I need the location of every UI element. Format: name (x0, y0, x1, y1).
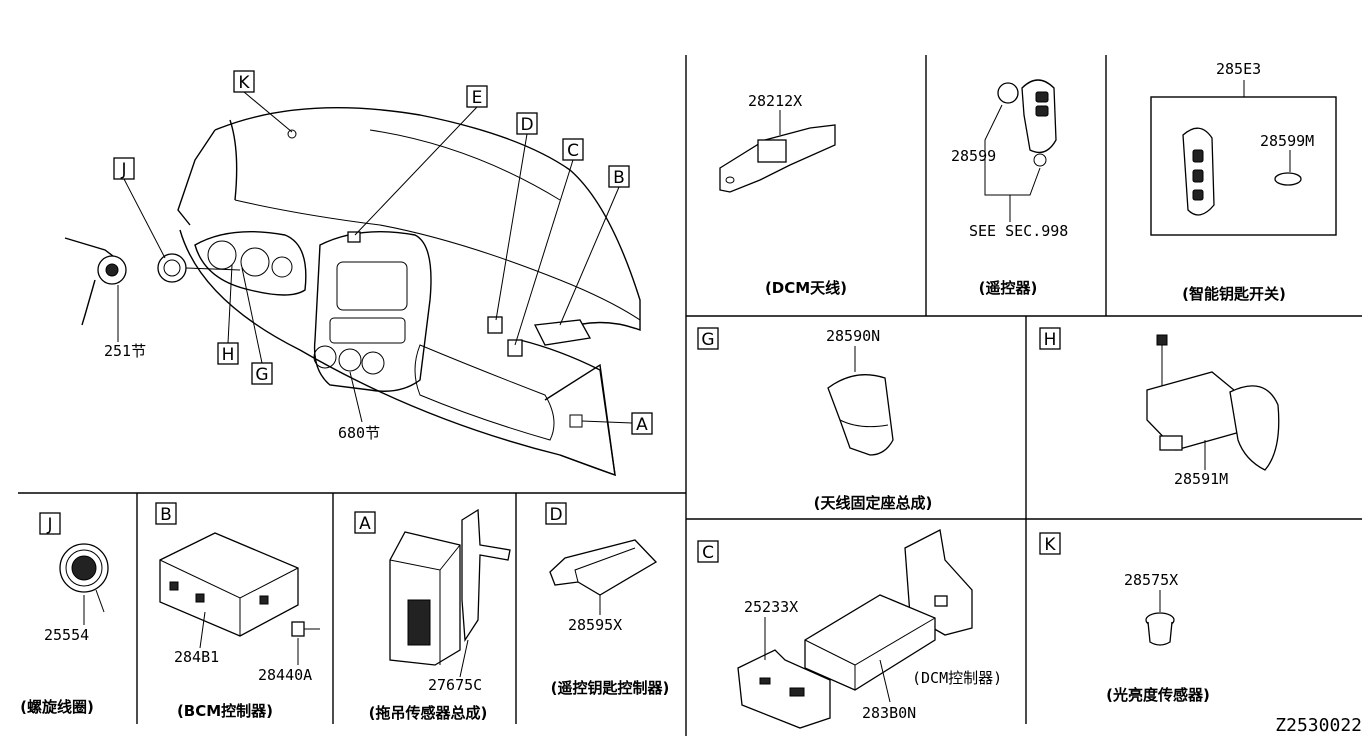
panel-a: A 27675C (拖吊传感器总成) (354, 508, 511, 722)
svg-text:25233X: 25233X (744, 598, 798, 616)
svg-text:A: A (359, 514, 371, 534)
svg-text:283B0N: 283B0N (862, 704, 916, 722)
svg-text:J: J (120, 160, 126, 180)
callout-e: E (354, 85, 488, 236)
svg-text:C: C (567, 141, 579, 161)
label-680: 680节 (338, 424, 380, 442)
svg-text:A: A (636, 415, 648, 435)
svg-text:SEE SEC.998: SEE SEC.998 (969, 222, 1068, 240)
svg-text:(DCM控制器): (DCM控制器) (912, 669, 1002, 687)
svg-text:K: K (1044, 535, 1056, 555)
dashboard-overview (64, 107, 641, 477)
callout-d: D (495, 112, 538, 321)
svg-text:28440A: 28440A (258, 666, 312, 684)
callout-h: H (217, 264, 239, 365)
svg-text:(光亮度传感器): (光亮度传感器) (1106, 686, 1210, 704)
svg-text:28575X: 28575X (1124, 571, 1178, 589)
svg-text:E: E (472, 88, 483, 108)
svg-text:28595X: 28595X (568, 616, 622, 634)
panel-remote: 28599 SEE SEC.998 (遥控器) (951, 79, 1068, 297)
svg-text:K: K (238, 73, 250, 93)
svg-text:28599: 28599 (951, 147, 996, 165)
svg-text:(智能钥匙开关): (智能钥匙开关) (1182, 285, 1286, 303)
svg-text:G: G (255, 365, 268, 385)
svg-text:D: D (520, 115, 533, 135)
panel-smart-key: 285E3 28599M (智能钥匙开关) (1150, 60, 1337, 303)
callout-a: A (581, 412, 653, 435)
callout-g: G (241, 267, 273, 385)
svg-text:C: C (702, 543, 714, 563)
svg-text:J: J (46, 515, 52, 535)
callout-j: J (113, 157, 166, 259)
panel-b: B 284B1 28440A (BCM控制器) (155, 502, 320, 720)
panel-h: H 28591M (1039, 327, 1280, 488)
svg-text:(遥控器): (遥控器) (979, 279, 1038, 297)
svg-text:(螺旋线圈): (螺旋线圈) (20, 698, 94, 716)
panel-k: K 28575X (光亮度传感器) (1039, 532, 1210, 704)
panel-dcm-antenna: 28212X (DCM天线) (719, 92, 847, 297)
svg-text:B: B (160, 505, 172, 525)
diagram-id: Z2530022 (1275, 715, 1362, 736)
svg-text:28212X: 28212X (748, 92, 802, 110)
svg-text:H: H (1044, 330, 1057, 350)
svg-text:(遥控钥匙控制器): (遥控钥匙控制器) (551, 679, 670, 697)
svg-text:(DCM天线): (DCM天线) (765, 279, 847, 297)
panel-g: G 28590N (天线固定座总成) (697, 327, 933, 512)
label-251: 251节 (104, 342, 146, 360)
panel-j: J 25554 (螺旋线圈) (20, 512, 109, 716)
svg-text:27675C: 27675C (428, 676, 482, 694)
svg-text:28590N: 28590N (826, 327, 880, 345)
svg-text:(天线固定座总成): (天线固定座总成) (814, 494, 933, 512)
svg-text:285E3: 285E3 (1216, 60, 1261, 78)
svg-text:28599M: 28599M (1260, 132, 1314, 150)
callout-k: K (233, 70, 293, 133)
svg-text:28591M: 28591M (1174, 470, 1228, 488)
svg-text:284B1: 284B1 (174, 648, 219, 666)
svg-text:(BCM控制器): (BCM控制器) (177, 702, 273, 720)
panel-c: C 25233X (DCM控制器) 283B0N (697, 529, 1002, 729)
svg-text:(拖吊传感器总成): (拖吊传感器总成) (369, 704, 488, 722)
svg-text:G: G (701, 330, 714, 350)
callouts: K J E D C B H (104, 70, 653, 442)
panel-d: D 28595X (遥控钥匙控制器) (545, 502, 670, 697)
svg-text:H: H (222, 345, 235, 365)
svg-text:25554: 25554 (44, 626, 89, 644)
panel-grid (18, 55, 1362, 736)
svg-text:D: D (549, 505, 562, 525)
callout-c: C (514, 138, 584, 346)
svg-text:B: B (613, 168, 625, 188)
callout-b: B (559, 165, 630, 326)
